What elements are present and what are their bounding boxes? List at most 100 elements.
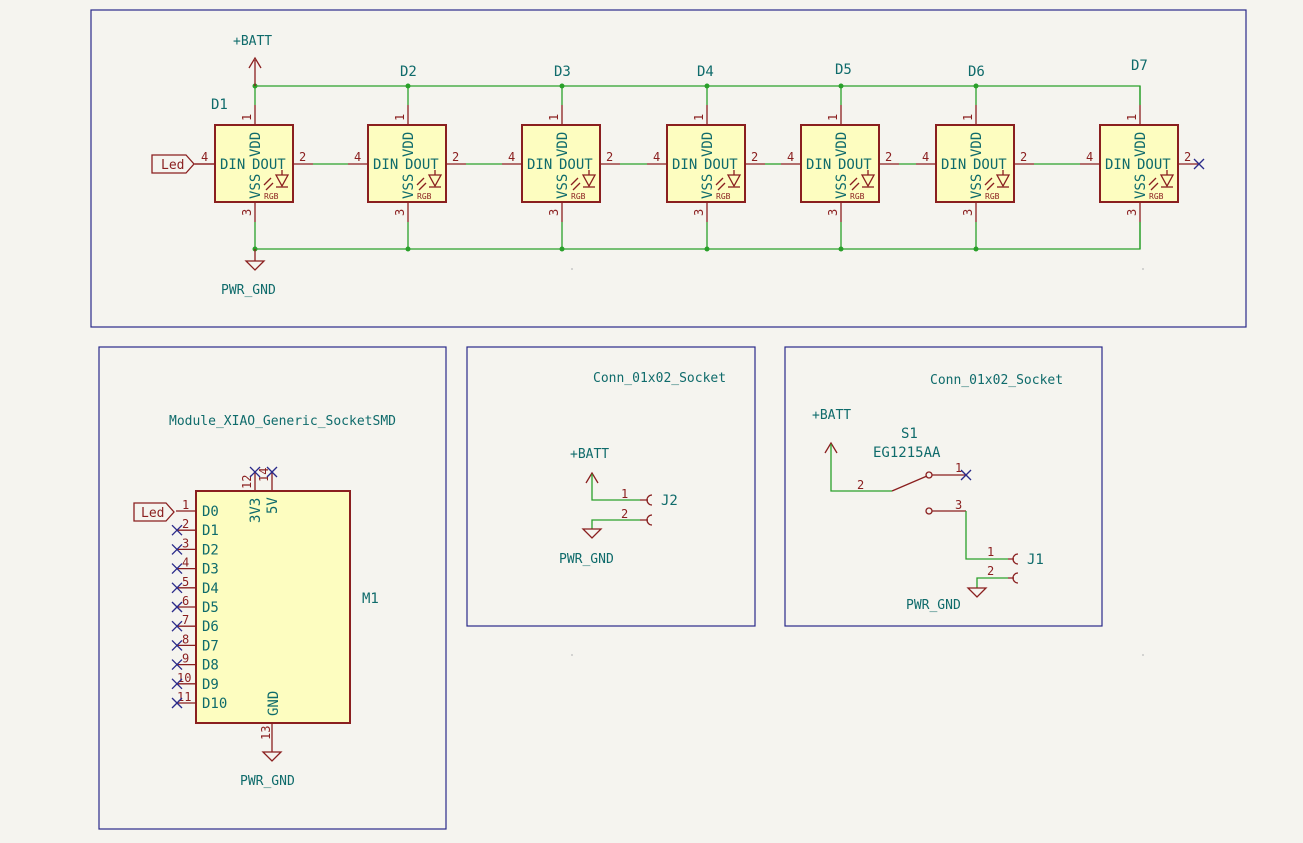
noconnect-marker bbox=[171, 524, 183, 536]
light-arrow-icon bbox=[416, 177, 425, 186]
pin-vdd-name: VDD bbox=[248, 132, 264, 157]
pin-dout-num: 2 bbox=[1184, 150, 1191, 164]
pin-din-num: 4 bbox=[653, 150, 660, 164]
pin-vdd-name: VDD bbox=[834, 132, 850, 157]
svg-text:2: 2 bbox=[621, 507, 628, 521]
svg-text:J2: J2 bbox=[661, 493, 678, 509]
svg-text:3: 3 bbox=[955, 498, 962, 512]
junction-dot bbox=[973, 83, 979, 89]
svg-text:14: 14 bbox=[257, 468, 271, 482]
svg-text:1: 1 bbox=[621, 487, 628, 501]
pin-dout-num: 2 bbox=[606, 150, 613, 164]
led-ref: D2 bbox=[400, 64, 417, 80]
pin-din-num: 4 bbox=[508, 150, 515, 164]
pin-vss-num: 3 bbox=[1125, 209, 1139, 216]
noconnect-marker bbox=[171, 620, 183, 632]
junction-dot bbox=[559, 83, 565, 89]
svg-text:Led: Led bbox=[161, 158, 184, 173]
module-pin-d8[interactable]: 9 D8 bbox=[171, 652, 219, 674]
svg-text:S1: S1 bbox=[901, 426, 918, 442]
pin-number: 9 bbox=[182, 652, 189, 666]
junction-dot bbox=[559, 246, 565, 252]
pin-vdd-num: 1 bbox=[393, 114, 407, 121]
pin-name: D3 bbox=[202, 562, 219, 578]
pin-number: 10 bbox=[177, 671, 191, 685]
pin-vss-num: 3 bbox=[393, 209, 407, 216]
pin-vss-num: 3 bbox=[692, 209, 706, 216]
led-global-label[interactable]: Led bbox=[151, 154, 215, 174]
pin-number: 5 bbox=[182, 575, 189, 589]
pin-vss-name: VSS bbox=[401, 174, 417, 199]
svg-text:J1: J1 bbox=[1027, 552, 1044, 568]
pin-din-name: DIN bbox=[373, 157, 398, 173]
led-body bbox=[800, 124, 880, 203]
connector-j1[interactable]: 1 2 PWR_GND J1 bbox=[906, 545, 1044, 613]
pin-number: 11 bbox=[177, 690, 191, 704]
pin-vdd-num: 1 bbox=[961, 114, 975, 121]
pin-din-name: DIN bbox=[941, 157, 966, 173]
switch-s1[interactable]: Conn_01x02_Socket +BATT S1 EG1215AA 1 2 … bbox=[812, 373, 1063, 560]
led-ref: D7 bbox=[1131, 58, 1148, 74]
rgb-label: RGB bbox=[985, 192, 1000, 201]
pin-dout-name: DOUT bbox=[405, 157, 439, 173]
pin-dout-name: DOUT bbox=[252, 157, 286, 173]
svg-text:2: 2 bbox=[987, 564, 994, 578]
batt-power-symbol[interactable]: +BATT bbox=[233, 34, 272, 86]
pin-vdd-num: 1 bbox=[547, 114, 561, 121]
pin-name: D9 bbox=[202, 677, 219, 693]
pin-name: D2 bbox=[202, 542, 219, 558]
pin-din-num: 4 bbox=[922, 150, 929, 164]
switch-frame bbox=[784, 346, 1103, 627]
light-arrow-icon bbox=[1148, 177, 1157, 186]
pin-din-name: DIN bbox=[1105, 157, 1130, 173]
junction-dot bbox=[405, 246, 411, 252]
pin-dout-num: 2 bbox=[299, 150, 306, 164]
svg-text:12: 12 bbox=[240, 475, 254, 489]
pin-name: D5 bbox=[202, 600, 219, 616]
module-pin-d9[interactable]: 10 D9 bbox=[171, 671, 219, 693]
pin-name: D1 bbox=[202, 523, 219, 539]
noconnect-marker bbox=[171, 543, 183, 555]
pin-din-name: DIN bbox=[672, 157, 697, 173]
noconnect-marker bbox=[171, 639, 183, 651]
led-body bbox=[666, 124, 746, 203]
pin-dout-num: 2 bbox=[452, 150, 459, 164]
connector-j2-frame bbox=[466, 346, 756, 627]
pin-dout-name: DOUT bbox=[704, 157, 738, 173]
connector-j2[interactable]: Conn_01x02_Socket +BATT PWR_GND 1 2 J2 bbox=[559, 371, 726, 567]
gnd-power-symbol[interactable]: PWR_GND bbox=[221, 249, 276, 298]
led-body bbox=[1099, 124, 1179, 203]
rgb-label: RGB bbox=[417, 192, 432, 201]
svg-text:5V: 5V bbox=[265, 497, 281, 514]
pin-dout-name: DOUT bbox=[559, 157, 593, 173]
pin-vdd-name: VDD bbox=[700, 132, 716, 157]
pin-number: 8 bbox=[182, 632, 189, 646]
light-arrow-icon bbox=[715, 177, 724, 186]
led-ref: D5 bbox=[835, 62, 852, 78]
pin-name: D8 bbox=[202, 658, 219, 674]
led-ref: D1 bbox=[211, 97, 228, 113]
rgb-label: RGB bbox=[850, 192, 865, 201]
svg-text:EG1215AA: EG1215AA bbox=[873, 445, 941, 461]
pin-dout-num: 2 bbox=[751, 150, 758, 164]
pin-dout-num: 2 bbox=[885, 150, 892, 164]
led-ref: D6 bbox=[968, 64, 985, 80]
